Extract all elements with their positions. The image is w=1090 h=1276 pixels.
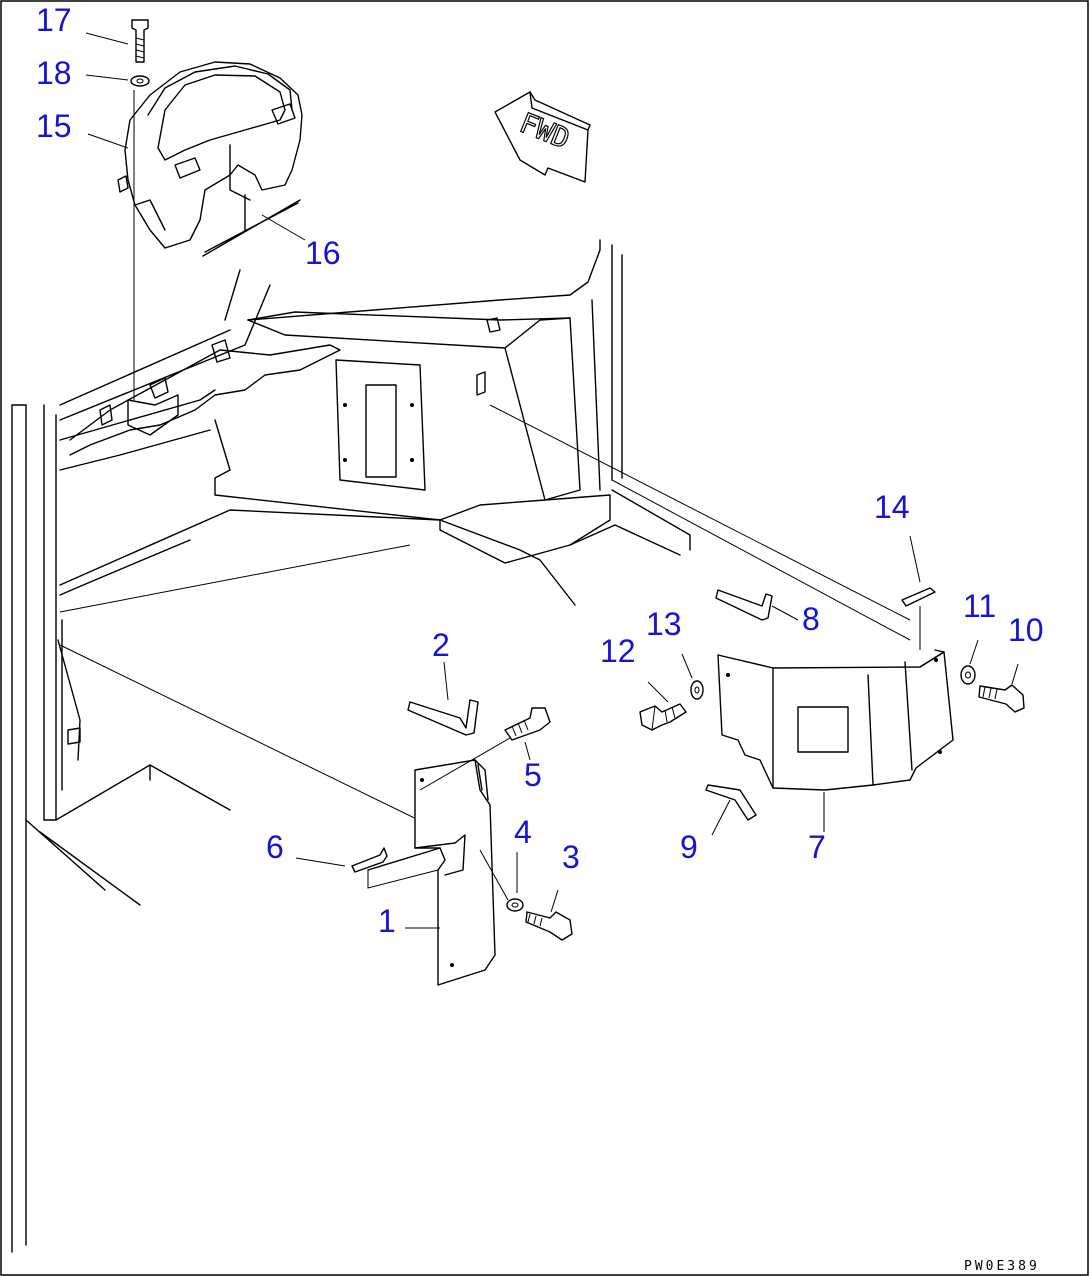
callout-9: 9: [680, 829, 698, 865]
bolt-3: [525, 889, 573, 941]
bolt-17: [85, 19, 149, 63]
cab-structure: [11, 239, 911, 1253]
callout-1: 1: [378, 903, 396, 939]
clip-6: [295, 847, 388, 873]
callouts: 1 2 3 4 5 6 7 8 9 10 11 12 13 14 15 16 1…: [36, 2, 1044, 939]
callout-12: 12: [600, 633, 636, 669]
instrument-panel-cover: [117, 61, 303, 249]
washer-13: [681, 653, 704, 700]
bracket-2: [407, 661, 479, 736]
bolt-12: [639, 681, 687, 731]
callout-4: 4: [514, 814, 532, 850]
callout-17: 17: [36, 2, 72, 38]
callout-7: 7: [808, 829, 826, 865]
callout-16: 16: [305, 235, 341, 271]
callout-13: 13: [646, 606, 682, 642]
callout-3: 3: [562, 839, 580, 875]
callout-6: 6: [266, 829, 284, 865]
leader-axis-4: [479, 849, 509, 901]
washer-4: [506, 852, 524, 912]
seal-strip: [202, 199, 306, 257]
lower-cover-1: [367, 759, 496, 986]
callout-14: 14: [874, 489, 910, 525]
clip-14: [901, 535, 936, 650]
bolt-10: [978, 663, 1025, 713]
callout-8: 8: [802, 601, 820, 637]
drawing-code: PW0E389: [964, 1259, 1040, 1274]
leader-15: [87, 133, 129, 149]
callout-2: 2: [432, 627, 450, 663]
callout-11: 11: [963, 588, 996, 624]
bracket-8: [715, 589, 799, 621]
callout-18: 18: [36, 55, 72, 91]
callout-5: 5: [524, 757, 542, 793]
callout-10: 10: [1008, 612, 1044, 648]
washer-18: [85, 74, 150, 87]
bolt-5: [419, 707, 551, 791]
fwd-arrow: FWD: [494, 91, 591, 183]
lower-cover-7: [717, 649, 954, 832]
clip-9: [705, 784, 757, 836]
washer-11: [960, 639, 979, 685]
callout-15: 15: [36, 108, 72, 144]
